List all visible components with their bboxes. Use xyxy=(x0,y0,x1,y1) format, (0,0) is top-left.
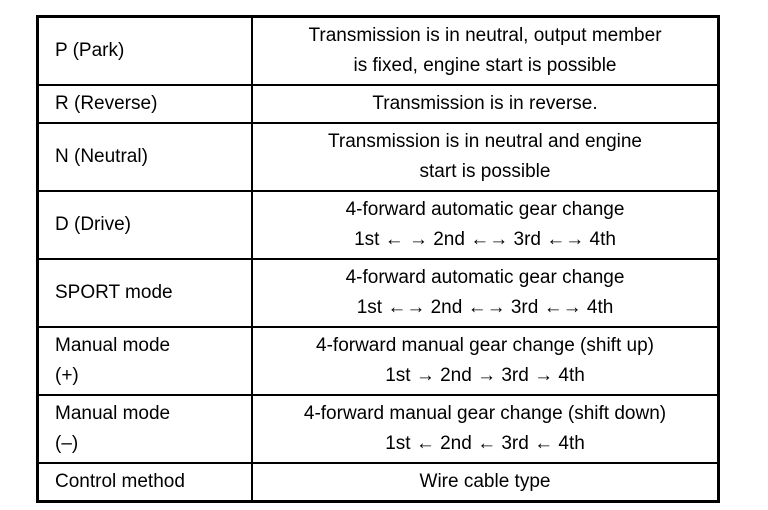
description-line: 4-forward manual gear change (shift down… xyxy=(303,403,667,424)
table-row: D (Drive) 4-forward automatic gear change… xyxy=(39,190,717,258)
description-line: Transmission is in neutral, output membe… xyxy=(308,25,662,46)
mode-label-line: (+) xyxy=(55,365,79,386)
description-cell: 4-forward automatic gear change 1st ←→ 2n… xyxy=(253,260,717,326)
description-cell: 4-forward manual gear change (shift down… xyxy=(253,396,717,462)
description-line: 1st → 2nd → 3rd → 4th xyxy=(385,365,585,386)
mode-label-line: R (Reverse) xyxy=(55,93,158,114)
mode-label-line: D (Drive) xyxy=(55,214,131,235)
mode-label-line: Manual mode xyxy=(55,335,171,356)
description-line: 4-forward automatic gear change xyxy=(345,267,625,288)
table-row: Control method Wire cable type xyxy=(39,462,717,500)
description-cell: Wire cable type xyxy=(253,464,717,500)
table-row: P (Park) Transmission is in neutral, outp… xyxy=(39,18,717,84)
description-cell: Transmission is in neutral and engine sta… xyxy=(253,124,717,190)
description-line: start is possible xyxy=(419,161,551,182)
table-row: SPORT mode 4-forward automatic gear chang… xyxy=(39,258,717,326)
mode-cell: SPORT mode xyxy=(39,260,253,326)
description-line: is fixed, engine start is possible xyxy=(353,55,617,76)
table-row: R (Reverse) Transmission is in reverse. xyxy=(39,84,717,122)
description-cell: Transmission is in reverse. xyxy=(253,86,717,122)
description-cell: 4-forward manual gear change (shift up) 1… xyxy=(253,328,717,394)
mode-cell: Manual mode (+) xyxy=(39,328,253,394)
mode-label-line: (–) xyxy=(55,433,79,454)
mode-label-line: SPORT mode xyxy=(55,282,173,303)
description-cell: 4-forward automatic gear change 1st ← → 2… xyxy=(253,192,717,258)
description-line: Transmission is in neutral and engine xyxy=(327,131,643,152)
mode-cell: Manual mode (–) xyxy=(39,396,253,462)
table-row: Manual mode (–) 4-forward manual gear chan… xyxy=(39,394,717,462)
description-line: Transmission is in reverse. xyxy=(372,93,598,114)
mode-label-line: N (Neutral) xyxy=(55,146,148,167)
description-line: 4-forward automatic gear change xyxy=(345,199,625,220)
mode-label-line: P (Park) xyxy=(55,40,125,61)
mode-cell: D (Drive) xyxy=(39,192,253,258)
table-row: N (Neutral) Transmission is in neutral an… xyxy=(39,122,717,190)
description-line: 4-forward manual gear change (shift up) xyxy=(316,335,654,356)
description-line: 1st ← 2nd ← 3rd ← 4th xyxy=(385,433,585,454)
description-cell: Transmission is in neutral, output membe… xyxy=(253,18,717,84)
description-line: 1st ← → 2nd ←→ 3rd ←→ 4th xyxy=(354,229,616,250)
gear-selector-table: P (Park) Transmission is in neutral, outp… xyxy=(36,15,720,503)
mode-label-line: Manual mode xyxy=(55,403,171,424)
mode-cell: N (Neutral) xyxy=(39,124,253,190)
mode-cell: R (Reverse) xyxy=(39,86,253,122)
table-row: Manual mode (+) 4-forward manual gear chan… xyxy=(39,326,717,394)
mode-label-line: Control method xyxy=(55,471,185,492)
mode-cell: Control method xyxy=(39,464,253,500)
mode-cell: P (Park) xyxy=(39,18,253,84)
description-line: 1st ←→ 2nd ←→ 3rd ←→ 4th xyxy=(356,297,614,318)
description-line: Wire cable type xyxy=(419,471,551,492)
